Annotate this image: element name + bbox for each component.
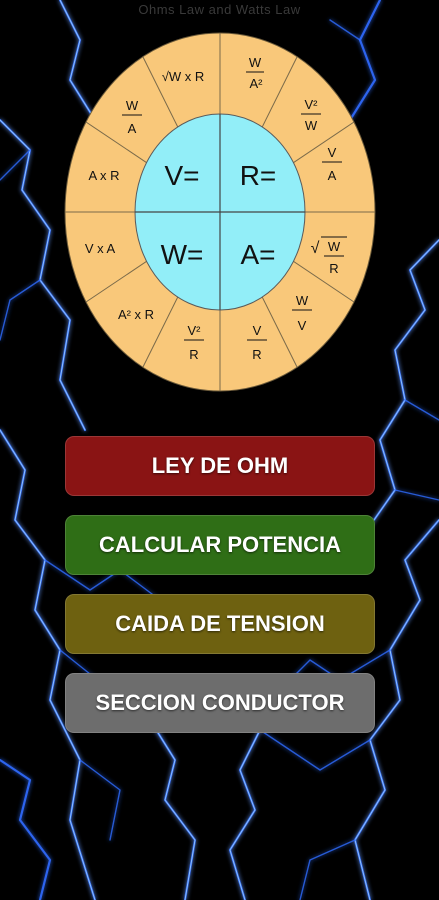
app-title: Ohms Law and Watts Law: [138, 2, 301, 17]
formula-v-a-num: V: [328, 145, 337, 160]
center-v[interactable]: V=: [164, 160, 199, 191]
caida-de-tension-button[interactable]: CAIDA DE TENSION: [65, 594, 375, 654]
formula-w-a-den: A: [128, 121, 137, 136]
center-a[interactable]: A=: [240, 239, 275, 270]
formula-sqrt-w-over-r-den: R: [329, 261, 338, 276]
formula-v2-r-den: R: [189, 347, 198, 362]
formula-w-v-den: V: [298, 318, 307, 333]
formula-v-r-den: R: [252, 347, 261, 362]
formula-w-a-num: W: [126, 98, 139, 113]
formula-a-r[interactable]: A x R: [88, 168, 119, 183]
seccion-conductor-button[interactable]: SECCION CONDUCTOR: [65, 673, 375, 733]
formula-v2-w-den: W: [305, 118, 318, 133]
sqrt-icon: √: [311, 240, 320, 257]
formula-v2-w-num: V²: [305, 97, 319, 112]
formula-v-x-a[interactable]: V x A: [85, 241, 116, 256]
formula-sqrt-w-over-r-num: W: [328, 239, 341, 254]
formula-sqrt-w-r[interactable]: √W x R: [162, 69, 205, 84]
ley-de-ohm-button[interactable]: LEY DE OHM: [65, 436, 375, 496]
formula-v-a-den: A: [328, 168, 337, 183]
calcular-potencia-button[interactable]: CALCULAR POTENCIA: [65, 515, 375, 575]
formula-v2-r-num: V²: [188, 323, 202, 338]
ohms-law-wheel[interactable]: V= R= W= A= √W x R W A² V² W V A W A A x…: [64, 32, 376, 392]
center-w[interactable]: W=: [161, 239, 204, 270]
center-r[interactable]: R=: [240, 160, 277, 191]
formula-w-a2-den: A²: [250, 76, 264, 91]
formula-a2-r[interactable]: A² x R: [118, 307, 154, 322]
formula-w-a2-num: W: [249, 55, 262, 70]
formula-w-v-num: W: [296, 293, 309, 308]
formula-v-r-num: V: [253, 323, 262, 338]
